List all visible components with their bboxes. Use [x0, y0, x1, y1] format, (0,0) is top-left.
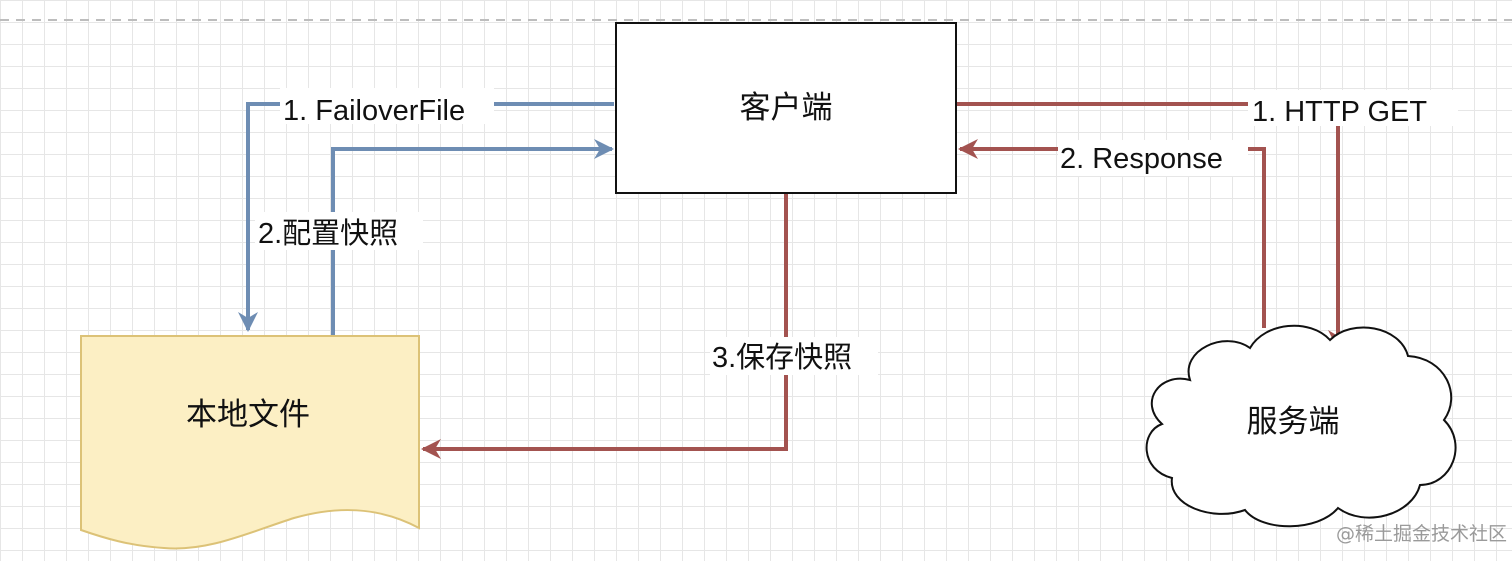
node-server-label: 服务端: [1247, 404, 1340, 439]
edge-label-save-snapshot: 3.保存快照: [712, 341, 852, 374]
edge-label-config-snapshot: 2.配置快照: [258, 217, 398, 250]
watermark: @稀土掘金技术社区: [1336, 523, 1507, 545]
node-server: [1145, 324, 1457, 528]
edge-label-failover-file: 1. FailoverFile: [283, 95, 465, 127]
edge-label-bg: [255, 212, 423, 250]
node-local-file: [80, 335, 420, 550]
edge-label-bg: [280, 88, 494, 124]
edge-label-bg: [710, 337, 878, 375]
edge-label-bg: [1058, 140, 1248, 176]
node-client-label: 客户端: [740, 90, 833, 125]
node-client: [615, 22, 957, 194]
node-local-file-label: 本地文件: [186, 397, 310, 432]
edge-config-snapshot: [331, 139, 614, 336]
edge-label-response: 2. Response: [1060, 143, 1223, 175]
edge-label-bg: [1248, 90, 1458, 126]
edge-save-snapshot: [421, 193, 788, 459]
edge-label-http-get: 1. HTTP GET: [1252, 96, 1427, 128]
